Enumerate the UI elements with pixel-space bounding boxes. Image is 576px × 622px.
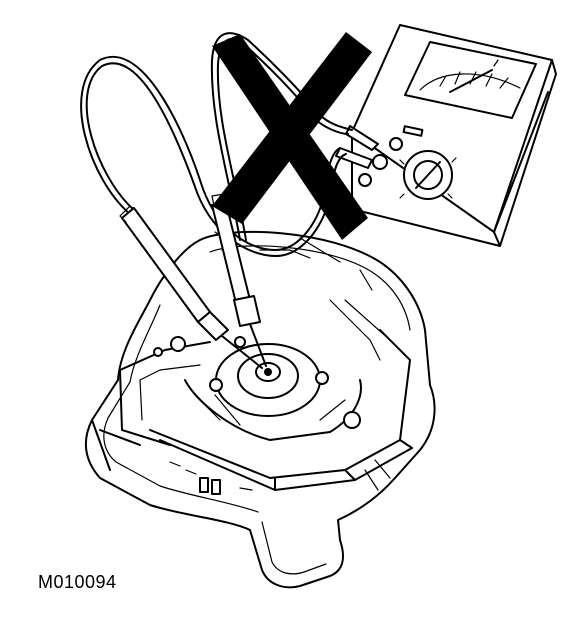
x-mark-icon (212, 32, 372, 240)
test-probe-icon (119, 193, 267, 369)
multimeter-icon (335, 24, 557, 247)
figure-code: M010094 (38, 572, 117, 592)
airbag-module-icon (84, 230, 436, 589)
